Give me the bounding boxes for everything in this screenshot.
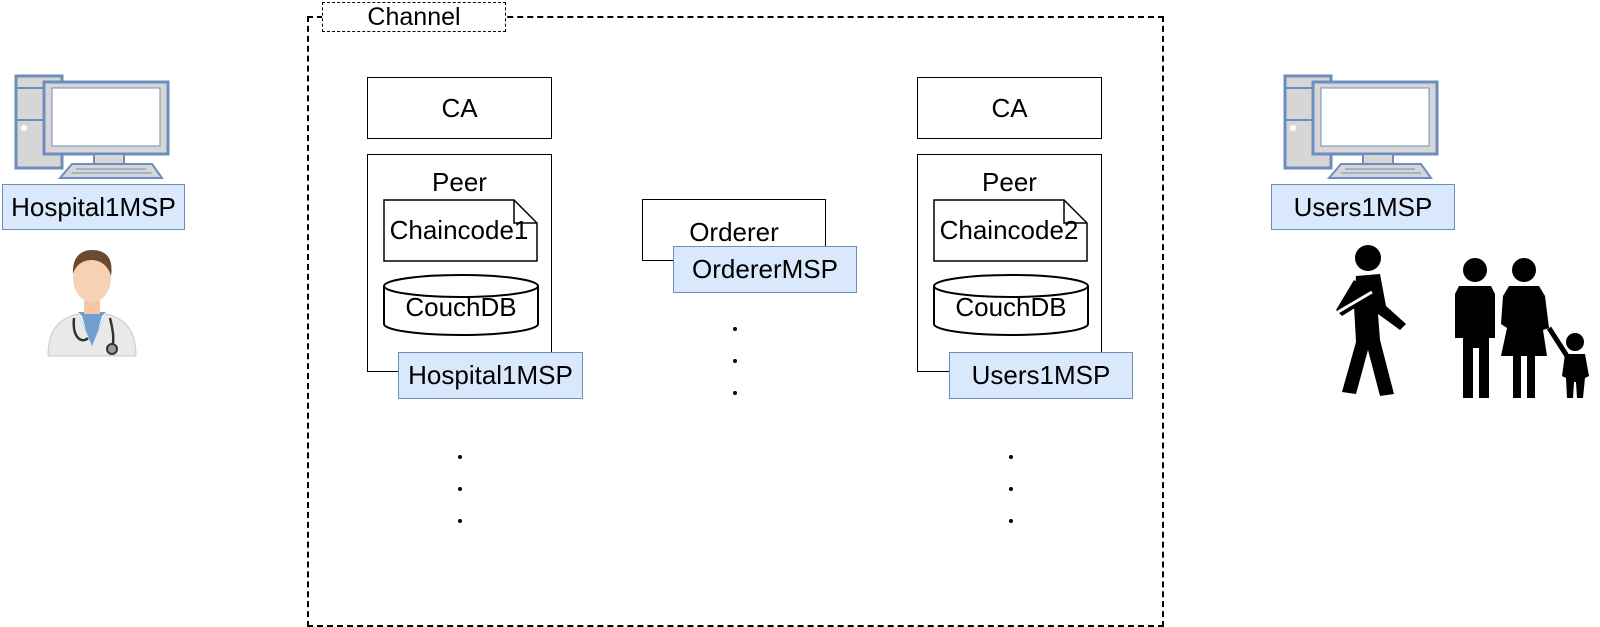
org1-ellipsis-dot	[458, 487, 462, 491]
right-client-msp-badge: Users1MSP	[1271, 184, 1455, 230]
org1-couchdb-label: CouchDB	[405, 292, 517, 322]
org2-msp-badge: Users1MSP	[949, 352, 1133, 399]
left-client-msp-badge: Hospital1MSP	[2, 184, 185, 230]
org1-ca-box: CA	[367, 77, 552, 139]
org2-chaincode-document-icon	[933, 199, 1088, 262]
doctor-icon	[47, 250, 137, 357]
org2-ellipsis-dot	[1009, 519, 1013, 523]
org1-msp-badge: Hospital1MSP	[398, 352, 583, 399]
orderer-ellipsis-dot	[733, 327, 737, 331]
orderer-ellipsis-dot	[733, 359, 737, 363]
org2-chaincode-label: Chaincode2	[939, 215, 1079, 245]
org2-ca-box: CA	[917, 77, 1102, 139]
injured-person-icon	[1336, 245, 1406, 396]
orderer-ellipsis-dot	[733, 391, 737, 395]
org1-couchdb-database-icon	[383, 274, 539, 336]
org2-ellipsis-dot	[1009, 455, 1013, 459]
org2-peer-label: Peer	[982, 167, 1037, 197]
org2-couchdb-label: CouchDB	[955, 292, 1067, 322]
org1-chaincode-label: Chaincode1	[389, 215, 529, 245]
orderer-msp-badge: OrdererMSP	[673, 246, 857, 293]
desktop-computer-icon	[14, 74, 170, 179]
family-icon	[1455, 258, 1589, 398]
org1-peer-label: Peer	[432, 167, 487, 197]
org2-ellipsis-dot	[1009, 487, 1013, 491]
org1-ellipsis-dot	[458, 455, 462, 459]
org1-ellipsis-dot	[458, 519, 462, 523]
org2-peer-box: Peer	[917, 154, 1102, 372]
org1-peer-box: Peer	[367, 154, 552, 372]
org2-couchdb-database-icon	[933, 274, 1089, 336]
orderer-label: Orderer	[689, 217, 779, 247]
channel-label: Channel	[322, 2, 506, 32]
desktop-computer-icon	[1283, 74, 1439, 179]
org1-chaincode-document-icon	[383, 199, 538, 262]
